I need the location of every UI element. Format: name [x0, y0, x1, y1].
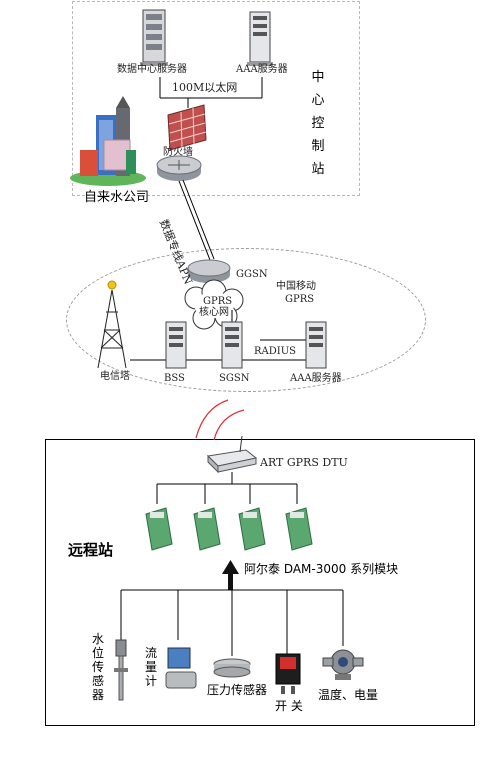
ethernet-label: 100M以太网: [172, 81, 238, 94]
water-company-icon: [70, 96, 146, 186]
ethernet-bus: [159, 77, 263, 108]
dam-module-icon: [145, 507, 173, 551]
bss-server-icon: [165, 321, 187, 369]
sgsn-server-icon: [221, 321, 243, 369]
data-flow-arrow: [222, 560, 239, 590]
switch-icon: [275, 653, 301, 694]
water-level-sensor-label-char: 位: [91, 646, 104, 660]
water-level-sensor-label-char: 器: [91, 688, 104, 702]
ggsn-router-icon: [187, 259, 231, 283]
water-level-sensor-label: 水 位 传 感 器: [91, 632, 105, 702]
module-bus: [156, 472, 298, 504]
temp-power-meter-icon: [322, 649, 364, 680]
dam-module-icon: [285, 507, 313, 551]
flow-meter-label-char: 量: [144, 660, 157, 674]
wireless-signal-icon: [195, 399, 245, 441]
operator-label-line1: 中国移动: [276, 281, 316, 292]
sgsn-label: SGSN: [219, 373, 250, 384]
pressure-sensor-icon: [213, 658, 251, 678]
firewall-icon: [167, 104, 207, 151]
remote-station-title: 远程站: [68, 541, 114, 559]
apn-link: [178, 179, 215, 261]
gprs-core-label-line2: 核心网: [199, 307, 229, 318]
water-level-sensor-icon: [114, 639, 128, 701]
radius-label: RADIUS: [254, 346, 296, 357]
signal-tower-icon: [97, 280, 127, 369]
dtu-device-icon: [206, 435, 258, 474]
water-level-sensor-label-char: 传: [91, 660, 104, 674]
sensor-bus: [120, 589, 344, 656]
water-company-label: 自来水公司: [84, 190, 150, 205]
control-center-title-char: 制: [311, 139, 325, 154]
dtu-label: ART GPRS DTU: [260, 456, 348, 469]
aaa-server-gprs-icon: [305, 321, 327, 369]
dam-module-label: 阿尔泰 DAM-3000 系列模块: [244, 562, 399, 576]
flow-meter-icon: [165, 647, 197, 689]
switch-label: 开 关: [275, 699, 303, 713]
ggsn-label: GGSN: [236, 269, 268, 280]
aaa-server-label: AAA服务器: [236, 64, 288, 75]
control-center-frame: [72, 1, 360, 196]
control-center-title-char: 站: [311, 162, 325, 177]
router-icon: [156, 155, 202, 181]
bss-label: BSS: [164, 373, 185, 384]
firewall-label: 防火墙: [163, 147, 193, 158]
data-center-server-label: 数据中心服务器: [117, 64, 187, 75]
operator-label-line2: GPRS: [285, 294, 315, 305]
temp-power-meter-label: 温度、电量: [318, 688, 379, 702]
pressure-sensor-label: 压力传感器: [207, 683, 268, 697]
aaa-server-gprs-label: AAA服务器: [290, 373, 342, 384]
remote-station-frame: [45, 439, 475, 726]
dam-module-icon: [238, 507, 266, 551]
water-level-sensor-label-char: 水: [91, 632, 104, 646]
gprs-network-boundary: [66, 248, 426, 392]
gprs-core-label-line1: GPRS: [203, 296, 233, 307]
signal-tower-label: 电信塔: [100, 371, 130, 382]
control-center-title: 中 心 控 制 站: [310, 66, 326, 181]
flow-meter-label-char: 计: [144, 674, 157, 688]
dam-module-icon: [193, 507, 221, 551]
aaa-server-icon: [247, 11, 273, 66]
data-center-server-icon: [140, 9, 168, 66]
flow-meter-label: 流 量 计: [144, 646, 158, 688]
control-center-title-char: 心: [311, 93, 325, 108]
water-level-sensor-label-char: 感: [91, 674, 104, 688]
control-center-title-char: 中: [311, 70, 325, 85]
flow-meter-label-char: 流: [144, 646, 157, 660]
control-center-title-char: 控: [311, 116, 325, 131]
